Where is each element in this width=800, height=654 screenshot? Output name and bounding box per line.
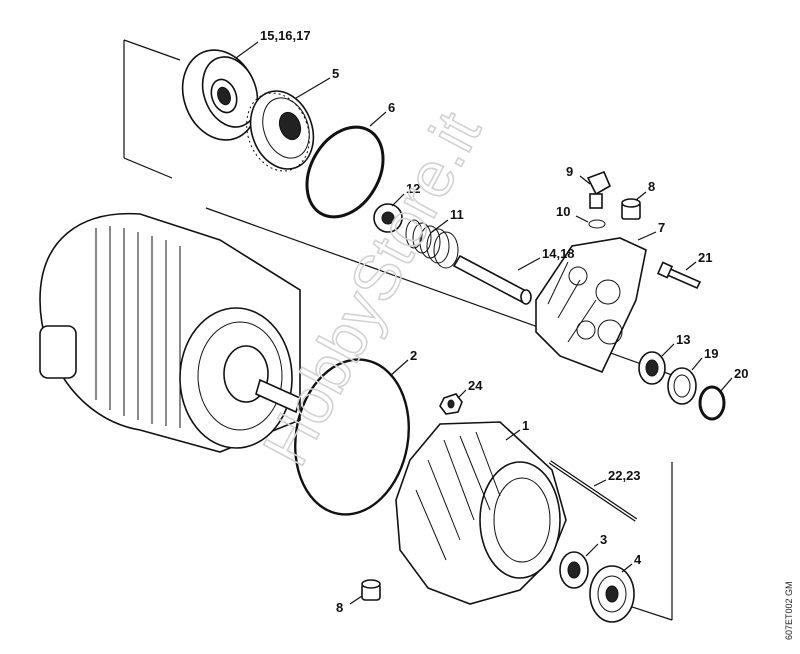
part-nut-24 (439, 393, 463, 415)
part-o-ring-large (305, 125, 385, 219)
leader-lines (235, 41, 733, 605)
callout-14-18: 14,18 (542, 246, 575, 261)
callout-7: 7 (658, 220, 665, 235)
part-bearing-4 (589, 565, 635, 623)
callout-11: 11 (450, 207, 464, 222)
callout-6: 6 (388, 100, 395, 115)
callout-20: 20 (734, 366, 748, 381)
callout-2: 2 (410, 348, 417, 363)
callout-19: 19 (704, 346, 718, 361)
part-housing-flange (395, 421, 567, 605)
callout-4: 4 (634, 552, 642, 567)
callout-13: 13 (676, 332, 690, 347)
part-piston (452, 254, 532, 305)
callout-10: 10 (556, 204, 570, 219)
part-seal-13 (638, 351, 666, 385)
part-bearing-ring (246, 90, 315, 172)
part-washer-small (588, 219, 606, 229)
part-electric-motor (39, 212, 301, 453)
callout-9: 9 (566, 164, 573, 179)
callout-22-23: 22,23 (608, 468, 641, 483)
part-pump-head (535, 237, 647, 374)
part-bearing-3 (559, 551, 589, 589)
part-seal-19 (667, 367, 697, 405)
part-nut-top (621, 198, 641, 220)
callout-12: 12 (406, 181, 420, 196)
part-o-ring-small (698, 385, 726, 421)
callout-21: 21 (698, 250, 712, 265)
part-o-ring-housing (294, 358, 410, 516)
callout-3: 3 (600, 532, 607, 547)
part-plug (586, 170, 612, 209)
callout-8-top: 8 (648, 179, 655, 194)
callout-24: 24 (468, 378, 483, 393)
callout-8-bottom: 8 (336, 600, 343, 615)
drawing-code: 607ET002 GM (784, 581, 794, 640)
part-bolt (656, 261, 702, 290)
part-star-washer (373, 203, 403, 233)
callout-1: 1 (522, 418, 529, 433)
part-spring (405, 219, 459, 269)
part-pulley (181, 49, 259, 141)
callout-5: 5 (332, 66, 339, 81)
callout-15-16-17: 15,16,17 (260, 28, 311, 43)
callout-labels: 15,16,17 5 6 12 11 9 8 10 7 14,18 21 13 … (260, 28, 748, 615)
part-nut-bottom (361, 579, 381, 601)
